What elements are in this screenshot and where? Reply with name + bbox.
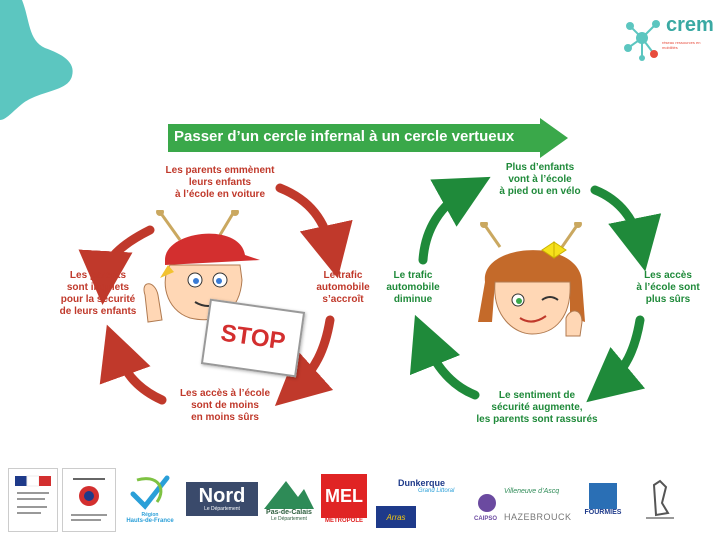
mel-sub: MÉTROPOLE [324, 518, 363, 524]
logo-pas-de-calais: Pas-de-Calais Le Département [262, 468, 316, 530]
pdc-name: Pas-de-Calais [266, 508, 312, 516]
logo-republique [8, 468, 58, 532]
brand-tag: réseau ressources en mobilités [662, 40, 701, 50]
logo-ademe [62, 468, 116, 532]
virtuous-right-text: Les accès à l’école sont plus sûrs [628, 270, 708, 306]
hdf-region: Région [141, 512, 159, 518]
hdf-name: Hauts-de-France [126, 518, 174, 524]
vicious-right-line-1: Le trafic [323, 270, 363, 281]
dunkerque-sub: Grand Littoral [418, 488, 455, 494]
vicious-right-line-3: s’accroît [322, 294, 364, 305]
fourmies-name: FOURMIES [584, 508, 622, 516]
nord-name: Nord [198, 485, 246, 507]
virtuous-bottom-line-3: les parents sont rassurés [476, 414, 598, 425]
stop-sign: STOP [200, 298, 306, 378]
vicious-top-line-3: à l’école en voiture [174, 189, 266, 200]
vicious-bottom-line-3: en moins sûrs [191, 412, 259, 423]
virtuous-top-line-1: Plus d’enfants [505, 162, 575, 173]
vicious-bottom-line-2: sont de moins [191, 400, 259, 411]
logo-fourmies: FOURMIES [578, 468, 628, 530]
virtuous-right-line-2: à l’école sont [636, 282, 700, 293]
arras-name: Arras [386, 512, 406, 522]
virtuous-circle-arrows [409, 176, 662, 403]
virtuous-left-text: Le trafic automobile diminue [382, 270, 444, 306]
vicious-top-line-2: leurs enfants [188, 177, 252, 188]
vicious-left-line-2: sont inquiets [66, 282, 130, 293]
vicious-left-line-3: pour la sécurité [60, 294, 136, 305]
virtuous-right-line-1: Les accès [644, 270, 692, 281]
crem-logo: crem réseau ressources en mobilités [622, 12, 714, 62]
check-icon [130, 475, 170, 510]
villeneuve-name: Villeneuve d’Ascq [504, 488, 560, 495]
virtuous-left-line-3: diminue [393, 294, 433, 305]
virtuous-bottom-line-2: sécurité augmente, [491, 402, 583, 413]
girl-illustration [478, 222, 585, 337]
brand-name: crem [666, 14, 714, 36]
vicious-left-text: Les parents sont inquiets pour la sécuri… [48, 270, 148, 318]
virtuous-bottom-text: Le sentiment de sécurité augmente, les p… [462, 390, 612, 426]
vicious-bottom-line-1: Les accès à l’école [179, 388, 271, 399]
dunkerque-name: Dunkerque [398, 478, 446, 488]
vicious-circle-arrows [78, 183, 353, 407]
stop-text: STOP [219, 319, 288, 356]
logo-partner-last [638, 468, 682, 530]
vicious-right-text: Le trafic automobile s’accroît [310, 270, 376, 306]
banner-arrow: Passer d’un cercle infernal à un cercle … [168, 118, 568, 158]
nord-sub: Le Département [204, 506, 240, 512]
vicious-left-line-1: Les parents [69, 270, 127, 281]
virtuous-top-line-3: à pied ou en vélo [499, 186, 581, 197]
vicious-left-line-4: de leurs enfants [59, 306, 137, 317]
logo-hauts-de-france: Région Hauts-de-France [120, 468, 180, 530]
logo-caipso-villeneuve: CAIPSO Villeneuve d’Ascq HAZEBROUCK [470, 468, 574, 530]
vicious-right-line-2: automobile [316, 282, 370, 293]
banner-title: Passer d’un cercle infernal à un cercle … [174, 128, 515, 145]
decorative-blob [0, 0, 73, 120]
mel-name: MEL [325, 485, 363, 506]
virtuous-top-line-2: vont à l’école [508, 174, 572, 185]
caipso-name: CAIPSO [474, 516, 498, 522]
virtuous-left-line-1: Le trafic [393, 270, 433, 281]
vicious-bottom-text: Les accès à l’école sont de moins en moi… [160, 388, 290, 424]
vicious-top-text: Les parents emmènent leurs enfants à l’é… [150, 165, 290, 201]
logo-mel: MEL MÉTROPOLE [320, 468, 368, 530]
network-icon [624, 20, 660, 61]
virtuous-bottom-line-1: Le sentiment de [498, 390, 576, 401]
pdc-sub: Le Département [271, 515, 307, 522]
virtuous-top-text: Plus d’enfants vont à l’école à pied ou … [480, 162, 600, 198]
vicious-top-line-1: Les parents emmènent [165, 165, 275, 176]
virtuous-left-line-2: automobile [386, 282, 440, 293]
logo-dunkerque-arras: Dunkerque Grand Littoral Arras [374, 468, 466, 530]
virtuous-right-line-3: plus sûrs [645, 294, 691, 305]
hazebrouck-name: HAZEBROUCK [504, 512, 572, 522]
logo-nord: Nord Le Département [186, 468, 258, 530]
